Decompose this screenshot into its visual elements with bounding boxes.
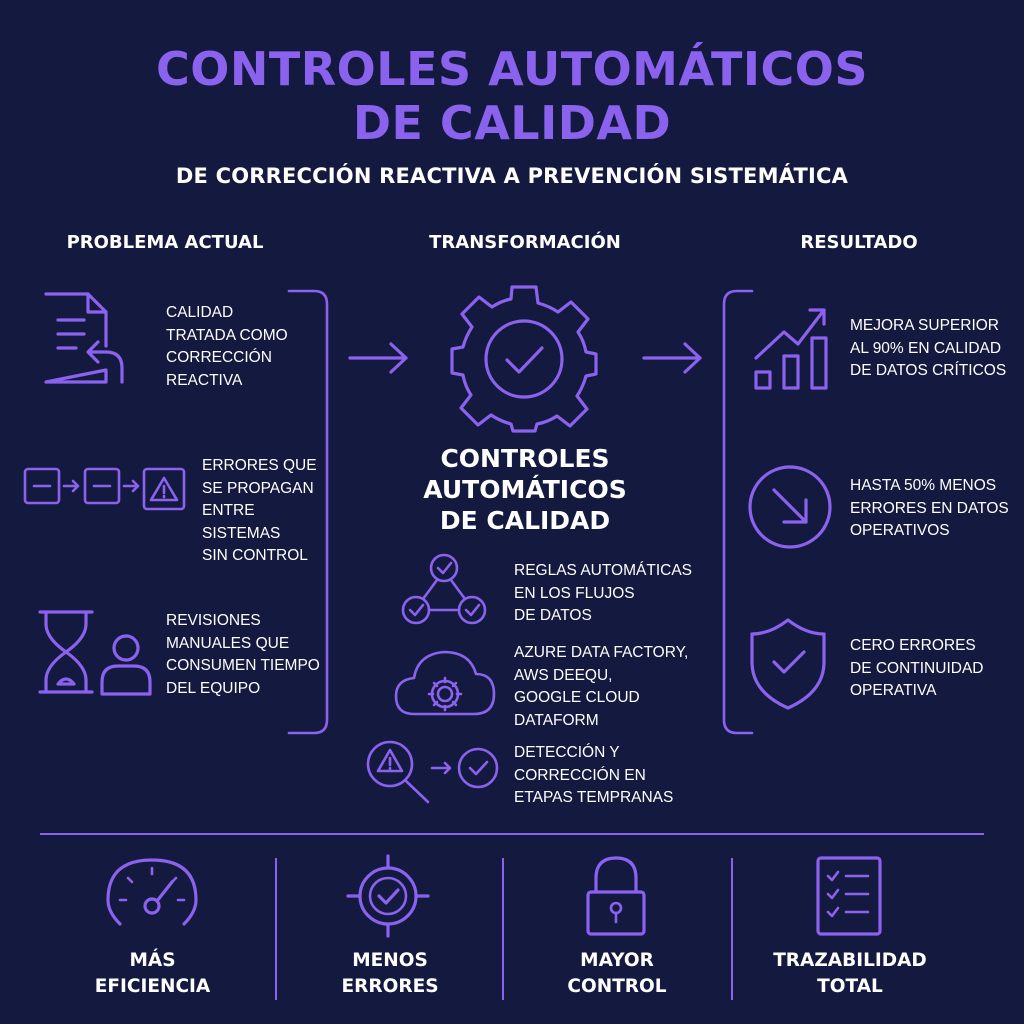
shield-check-icon: [750, 618, 826, 710]
growth-chart-icon: [754, 308, 828, 390]
gear-check-icon: [450, 285, 598, 433]
workflow-rules-icon: [401, 553, 487, 625]
center-item-text-2: AZURE DATA FACTORY,AWS DEEQU,GOOGLE CLOU…: [514, 644, 689, 729]
error-propagation-icon: [23, 467, 186, 511]
padlock-icon: [586, 856, 646, 936]
down-arrow-circle-icon: [748, 465, 832, 549]
document-return-icon: [44, 292, 124, 384]
column-heading-transform: TRANSFORMACIÓN: [429, 232, 621, 253]
checklist-icon: [816, 856, 882, 936]
hourglass-person-icon: [38, 610, 152, 696]
column-heading-result: RESULTADO: [800, 232, 918, 253]
target-check-icon: [346, 854, 430, 938]
page-subtitle: DE CORRECCIÓN REACTIVA A PREVENCIÓN SIST…: [175, 164, 849, 188]
center-title: CONTROLES AUTOMÁTICOS DE CALIDAD: [423, 444, 627, 535]
page-title-line1: CONTROLES AUTOMÁTICOS: [156, 42, 868, 96]
column-heading-problem: PROBLEMA ACTUAL: [66, 232, 264, 253]
search-warning-check-icon: [366, 740, 499, 804]
speedometer-icon: [106, 858, 198, 926]
page-title-line2: DE CALIDAD: [352, 96, 672, 150]
cloud-gear-icon: [394, 650, 496, 716]
